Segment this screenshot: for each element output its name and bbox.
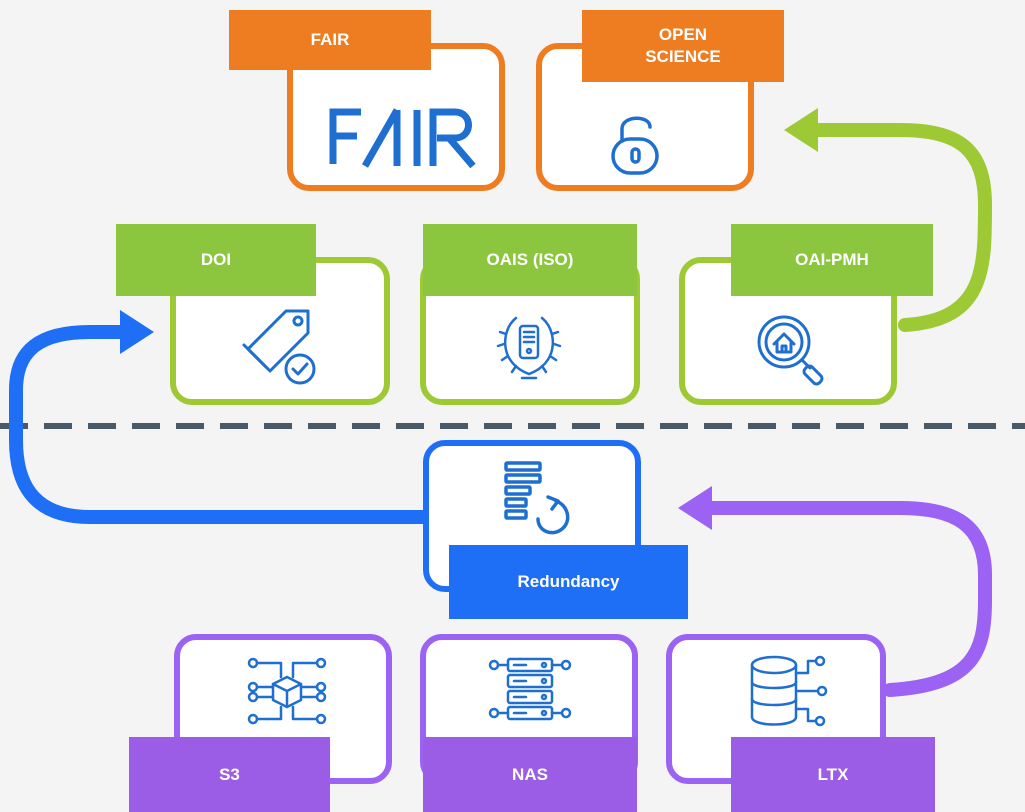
cube-network-icon <box>247 653 327 729</box>
blue-arrowhead <box>120 310 154 354</box>
ltx-label-text: LTX <box>817 764 849 784</box>
nas-label: NAS <box>423 737 637 812</box>
fair-logo-icon <box>325 104 485 170</box>
purple-arrowhead <box>678 486 712 530</box>
open-padlock-icon <box>606 111 666 177</box>
oai-pmh-label-text: OAI-PMH <box>795 250 869 269</box>
redundancy-label: Redundancy <box>449 545 688 619</box>
laurel-server-icon <box>496 312 562 382</box>
oai-pmh-label: OAI-PMH <box>731 224 933 296</box>
s3-label: S3 <box>129 737 330 812</box>
green-arrowhead <box>784 108 818 152</box>
ltx-label: LTX <box>731 737 935 812</box>
search-home-icon <box>754 312 830 388</box>
database-network-icon <box>748 653 830 731</box>
tag-check-icon <box>236 305 320 389</box>
oais-label: OAIS (ISO) <box>423 224 637 296</box>
doi-label-text: DOI <box>200 250 232 269</box>
blue-flow-arrow <box>8 325 437 524</box>
fair-label: FAIR <box>229 10 431 70</box>
purple-flow-arrow <box>705 501 992 697</box>
s3-label-text: S3 <box>219 764 240 784</box>
open-science-label: OPEN SCIENCE <box>582 10 784 82</box>
oais-label-text: OAIS (ISO) <box>486 250 574 269</box>
server-rack-icon <box>488 653 572 727</box>
doi-label: DOI <box>116 224 316 296</box>
nas-label-text: NAS <box>512 764 548 784</box>
green-flow-arrow <box>811 123 993 332</box>
list-refresh-icon <box>500 459 580 539</box>
redundancy-label-text: Redundancy <box>517 572 620 591</box>
open-science-label-text: OPEN SCIENCE <box>645 25 721 66</box>
fair-label-text: FAIR <box>310 30 350 49</box>
